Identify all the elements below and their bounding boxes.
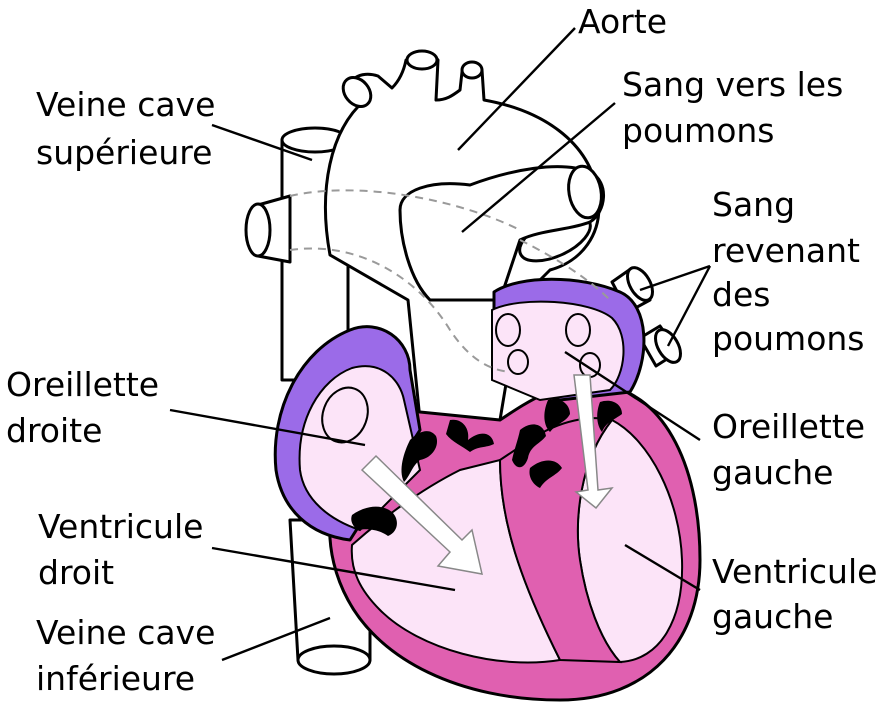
label-ventricule-gauche-1: Ventricule (712, 552, 877, 591)
label-veine-cave-superieure-2: supérieure (36, 133, 212, 172)
label-ventricule-gauche-2: gauche (712, 597, 833, 636)
label-sang-vers-les-poumons-2: poumons (622, 111, 775, 150)
pv-opening-3 (508, 350, 528, 374)
label-veine-cave-inferieure-1: Veine cave (36, 613, 215, 652)
label-ventricule-droit-1: Ventricule (38, 507, 203, 546)
label-veine-cave-inferieure-2: inférieure (36, 659, 195, 698)
label-oreillette-gauche-2: gauche (712, 453, 833, 492)
label-sang-revenant-1: Sang (712, 185, 795, 224)
label-oreillette-droite-1: Oreillette (6, 365, 159, 404)
pv-opening-2 (566, 314, 590, 346)
label-veine-cave-superieure-1: Veine cave (36, 85, 215, 124)
label-sang-vers-les-poumons-1: Sang vers les (622, 65, 843, 104)
label-sang-revenant-3: des (712, 275, 770, 314)
label-aorte: Aorte (578, 2, 667, 41)
label-ventricule-droit-2: droit (38, 553, 114, 592)
label-sang-revenant-2: revenant (712, 231, 860, 270)
label-oreillette-droite-2: droite (6, 411, 102, 450)
pv-opening-1 (496, 314, 520, 346)
label-sang-revenant-4: poumons (712, 319, 865, 358)
label-oreillette-gauche-1: Oreillette (712, 407, 865, 446)
